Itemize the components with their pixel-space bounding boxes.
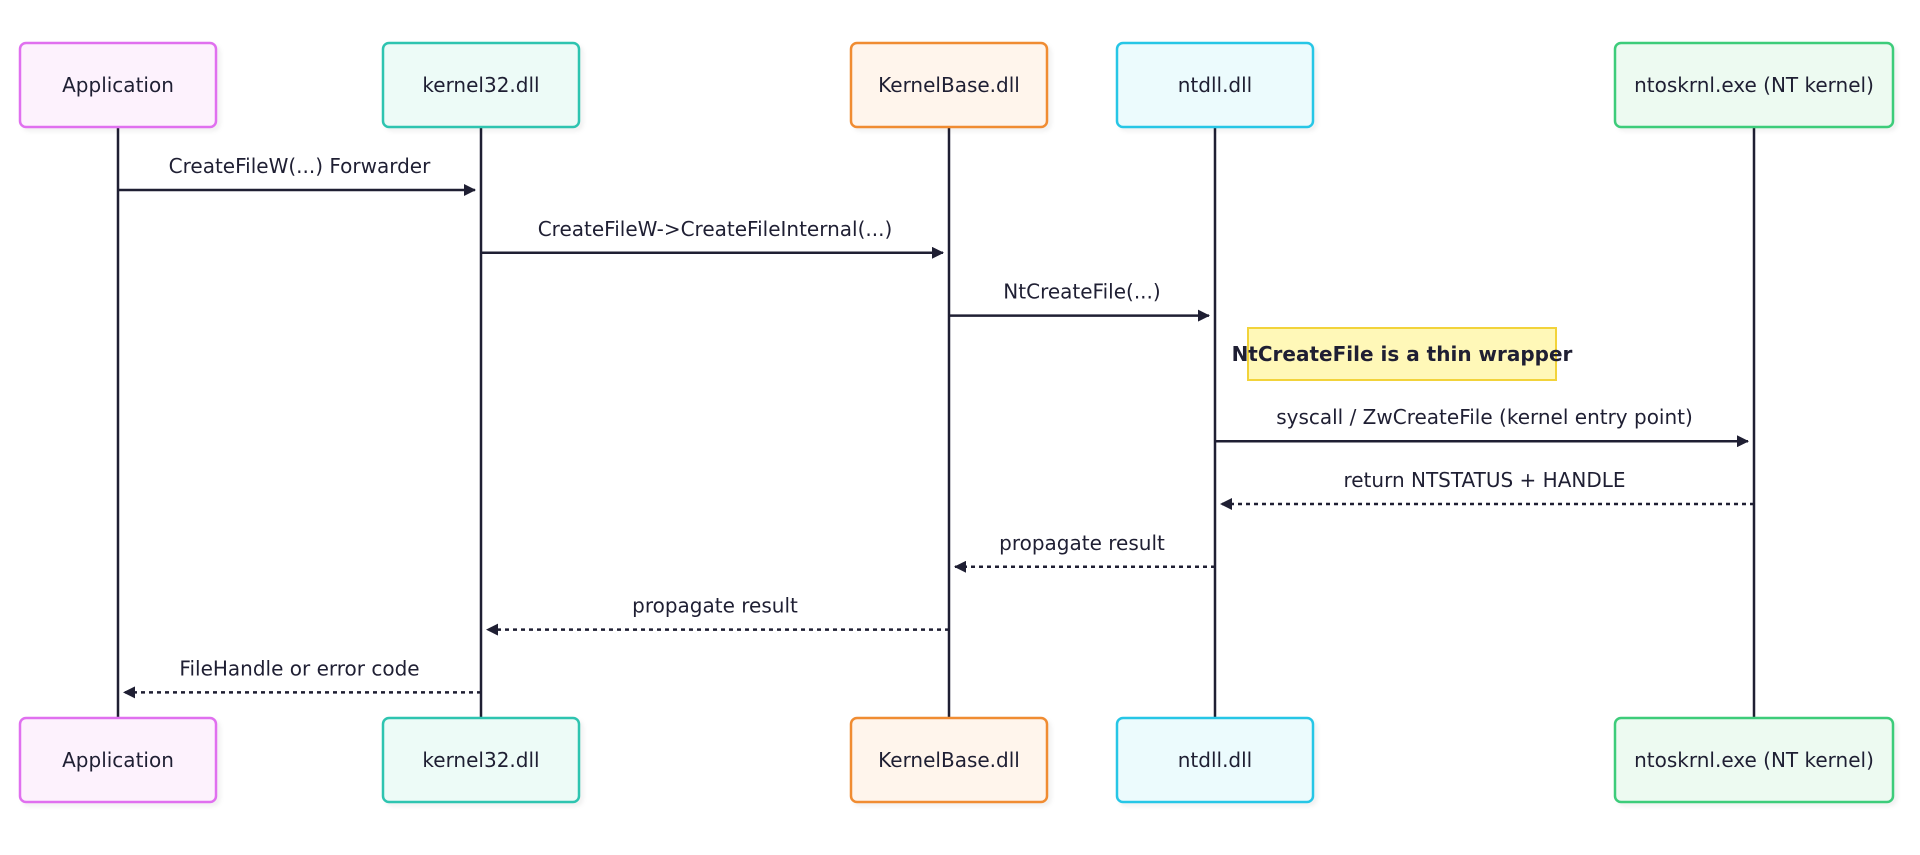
actor-label: ntdll.dll — [1178, 73, 1253, 97]
actor-label: Application — [62, 73, 174, 97]
message-4: syscall / ZwCreateFile (kernel entry poi… — [1215, 405, 1749, 448]
actor-box — [381, 41, 581, 129]
note-thin-wrapper: NtCreateFile is a thin wrapper — [1232, 327, 1573, 381]
actor-label: KernelBase.dll — [878, 748, 1020, 772]
lifelines — [116, 127, 1756, 718]
message-label: CreateFileW->CreateFileInternal(...) — [538, 217, 893, 241]
note-text: NtCreateFile is a thin wrapper — [1232, 342, 1573, 366]
message-3: NtCreateFile(...) — [949, 280, 1210, 322]
message-label: CreateFileW(...) Forwarder — [169, 154, 431, 178]
actor-label: ntoskrnl.exe (NT kernel) — [1634, 73, 1874, 97]
message-label: propagate result — [999, 531, 1165, 555]
message-8: FileHandle or error code — [123, 656, 481, 699]
message-label: NtCreateFile(...) — [1003, 280, 1160, 304]
actor-box — [381, 716, 581, 804]
messages: CreateFileW(...) ForwarderCreateFileW->C… — [118, 154, 1754, 699]
message-6: propagate result — [954, 531, 1215, 573]
actor-kb-bottom: KernelBase.dll — [849, 716, 1049, 804]
actor-label: ntoskrnl.exe (NT kernel) — [1634, 748, 1874, 772]
actor-label: KernelBase.dll — [878, 73, 1020, 97]
actor-label: Application — [62, 748, 174, 772]
actor-box — [1613, 41, 1895, 129]
message-label: return NTSTATUS + HANDLE — [1343, 468, 1625, 492]
actor-nt-bottom: ntdll.dll — [1115, 716, 1315, 804]
actor-k32-bottom: kernel32.dll — [381, 716, 581, 804]
actor-box — [849, 41, 1049, 129]
actor-nk-bottom: ntoskrnl.exe (NT kernel) — [1613, 716, 1895, 804]
actor-nk-top: ntoskrnl.exe (NT kernel) — [1613, 41, 1895, 129]
actor-box — [849, 716, 1049, 804]
message-1: CreateFileW(...) Forwarder — [118, 154, 476, 196]
actor-k32-top: kernel32.dll — [381, 41, 581, 129]
notes: NtCreateFile is a thin wrapper — [1232, 327, 1573, 381]
actor-nt-top: ntdll.dll — [1115, 41, 1315, 129]
message-7: propagate result — [486, 594, 949, 636]
actor-label: ntdll.dll — [1178, 748, 1253, 772]
actor-box — [18, 41, 218, 129]
actor-box — [1115, 41, 1315, 129]
actor-box — [1613, 716, 1895, 804]
actor-kb-top: KernelBase.dll — [849, 41, 1049, 129]
actor-box — [18, 716, 218, 804]
message-label: syscall / ZwCreateFile (kernel entry poi… — [1276, 405, 1693, 429]
actor-app-top: Application — [18, 41, 218, 129]
actor-box — [1115, 716, 1315, 804]
actors: ApplicationApplicationkernel32.dllkernel… — [18, 41, 1895, 804]
message-2: CreateFileW->CreateFileInternal(...) — [481, 217, 944, 259]
note-box — [1247, 327, 1557, 381]
actor-label: kernel32.dll — [422, 73, 539, 97]
actor-app-bottom: Application — [18, 716, 218, 804]
actor-label: kernel32.dll — [422, 748, 539, 772]
message-label: propagate result — [632, 594, 798, 618]
message-5: return NTSTATUS + HANDLE — [1220, 468, 1754, 510]
message-label: FileHandle or error code — [179, 656, 419, 680]
